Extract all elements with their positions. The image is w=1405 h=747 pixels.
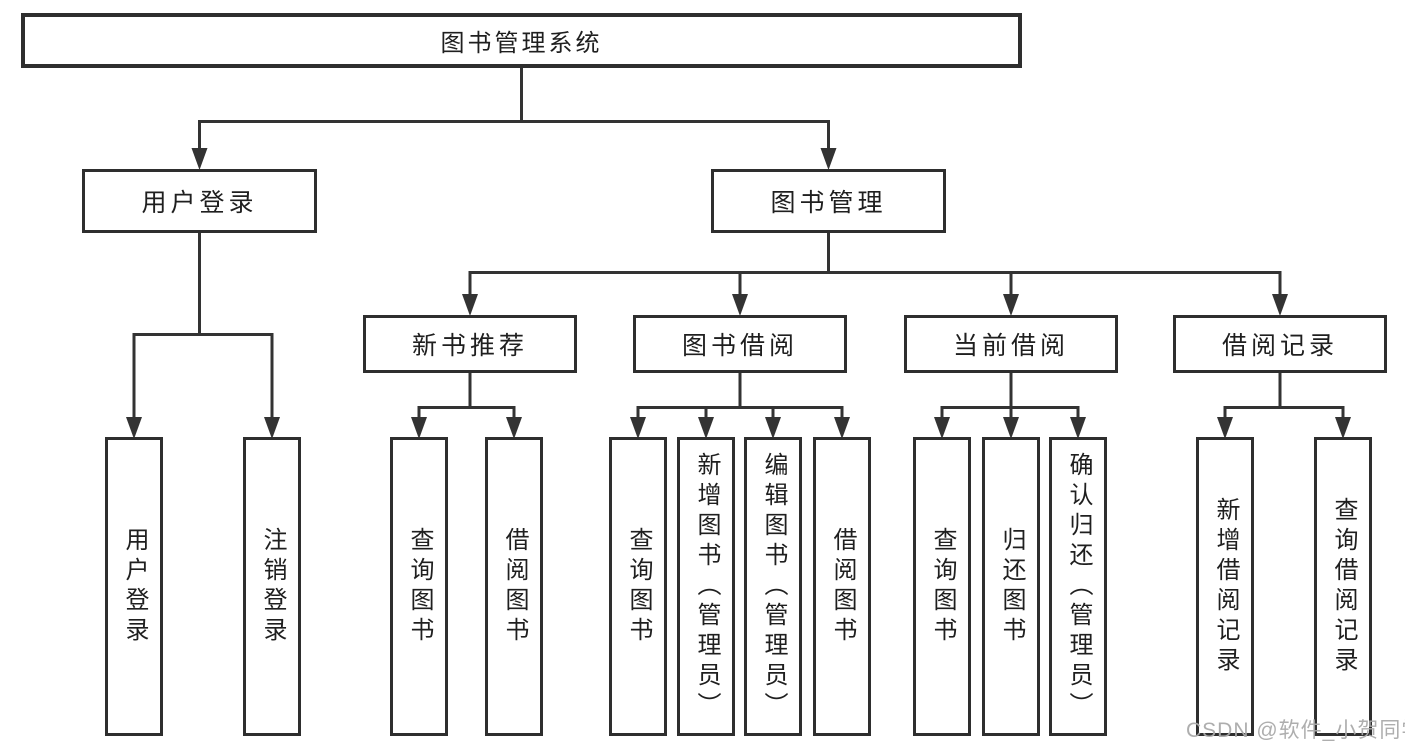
- leaf-query-borrow-record-label: 查询借阅记录: [1330, 496, 1357, 677]
- node-current-borrowing: 当前借阅: [904, 315, 1118, 373]
- node-book-borrowing: 图书借阅: [633, 315, 847, 373]
- leaf-confirm-return-admin-label: 确认归还（管理员）: [1065, 451, 1092, 722]
- leaf-borrow-books-recommend: 借阅图书: [485, 437, 543, 736]
- leaf-query-books-borrowing: 查询图书: [609, 437, 667, 736]
- node-current-borrowing-label: 当前借阅: [952, 332, 1069, 360]
- leaf-query-books-recommend-label: 查询图书: [406, 526, 433, 647]
- leaf-borrow-books-recommend-label: 借阅图书: [501, 526, 528, 647]
- node-book-management: 图书管理: [711, 169, 946, 233]
- leaf-logout-label: 注销登录: [259, 526, 286, 647]
- leaf-user-login-label: 用户登录: [121, 526, 148, 647]
- leaf-borrow-books-borrowing-label: 借阅图书: [829, 526, 856, 647]
- leaf-user-login: 用户登录: [105, 437, 163, 736]
- node-new-book-recommendation: 新书推荐: [363, 315, 577, 373]
- node-user-login: 用户登录: [82, 169, 317, 233]
- leaf-query-borrow-record: 查询借阅记录: [1314, 437, 1372, 736]
- leaf-logout: 注销登录: [243, 437, 301, 736]
- node-library-management-system-label: 图书管理系统: [440, 30, 603, 57]
- leaf-return-book-label: 归还图书: [998, 526, 1025, 647]
- node-book-borrowing-label: 图书借阅: [681, 332, 798, 360]
- node-new-book-recommendation-label: 新书推荐: [411, 332, 528, 360]
- leaf-add-book-admin-label: 新增图书（管理员）: [693, 451, 720, 722]
- leaf-add-borrow-record-label: 新增借阅记录: [1212, 496, 1239, 677]
- leaf-edit-book-admin-label: 编辑图书（管理员）: [760, 451, 787, 722]
- leaf-query-books-recommend: 查询图书: [390, 437, 448, 736]
- node-borrowing-records: 借阅记录: [1173, 315, 1387, 373]
- connector-strokes: [132, 68, 1345, 427]
- leaf-query-books-current: 查询图书: [913, 437, 971, 736]
- node-book-management-label: 图书管理: [770, 189, 887, 217]
- leaf-confirm-return-admin: 确认归还（管理员）: [1049, 437, 1107, 736]
- leaf-add-borrow-record: 新增借阅记录: [1196, 437, 1254, 736]
- leaf-add-book-admin: 新增图书（管理员）: [677, 437, 735, 736]
- leaf-query-books-current-label: 查询图书: [929, 526, 956, 647]
- node-library-management-system: 图书管理系统: [21, 13, 1022, 68]
- leaf-edit-book-admin: 编辑图书（管理员）: [744, 437, 802, 736]
- node-borrowing-records-label: 借阅记录: [1221, 332, 1338, 360]
- leaf-return-book: 归还图书: [982, 437, 1040, 736]
- leaf-query-books-borrowing-label: 查询图书: [625, 526, 652, 647]
- node-user-login-label: 用户登录: [141, 189, 258, 217]
- csdn-watermark: CSDN @软件_小贺同学: [1186, 719, 1405, 742]
- leaf-borrow-books-borrowing: 借阅图书: [813, 437, 871, 736]
